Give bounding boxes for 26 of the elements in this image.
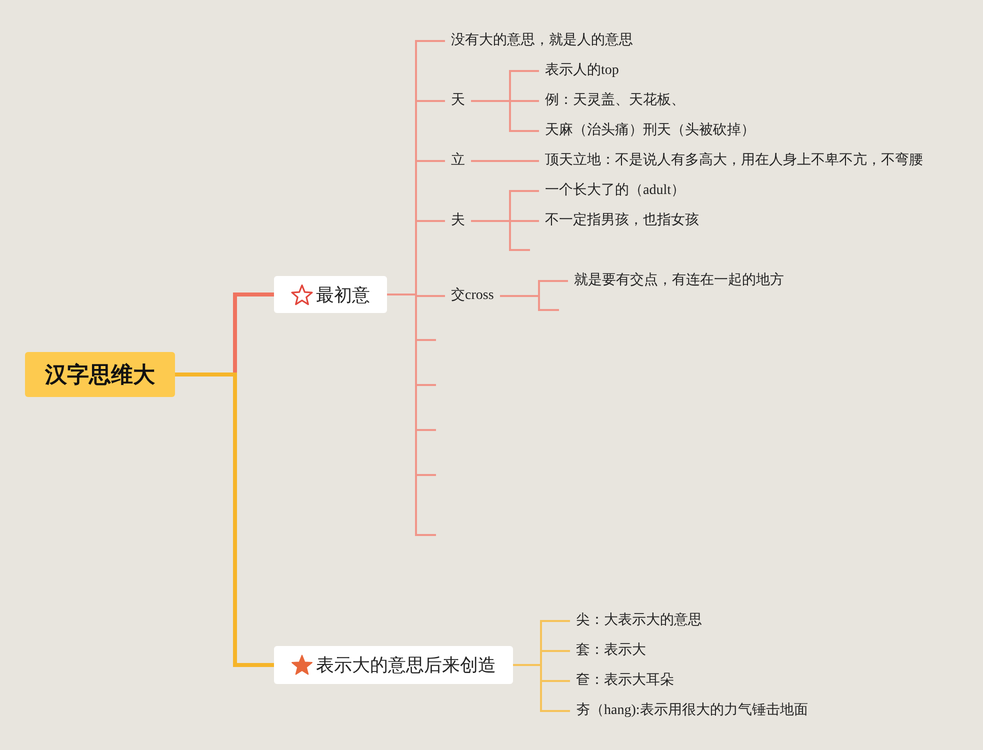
subtopic-text: 天 <box>451 92 465 110</box>
subtopic-text: 就是要有交点，有连在一起的地方 <box>574 272 784 290</box>
branch-line <box>471 160 539 162</box>
topic-label: 表示大的意思后来创造 <box>316 654 496 677</box>
subtopic-text: 不一定指男孩，也指女孩 <box>545 212 699 230</box>
root-topic-box: 汉字思维大 <box>25 352 175 397</box>
subtopic-text: 立 <box>451 152 465 170</box>
subtopic-text: 例：天灵盖、天花板、 <box>545 92 685 110</box>
topic-box <box>274 646 513 684</box>
branch-line <box>471 100 539 132</box>
subtopic-text: 尖：大表示大的意思 <box>576 612 702 630</box>
branch-line <box>500 295 559 311</box>
topic-box <box>274 276 387 313</box>
subtopic-text: 奆：表示大耳朵 <box>576 672 674 690</box>
branch-line <box>471 220 530 251</box>
branch-line <box>175 372 274 667</box>
subtopic-text: 交cross <box>451 287 494 305</box>
subtopic-text: 表示人的top <box>545 62 619 80</box>
subtopic-text: 套：表示大 <box>576 642 646 660</box>
subtopic-text: 没有大的意思，就是人的意思 <box>451 32 633 50</box>
subtopic-text: 夯（hang):表示用很大的力气锤击地面 <box>576 702 808 720</box>
subtopic-text: 天麻（治头痛）刑天（头被砍掉） <box>545 122 755 140</box>
subtopic-text: 夫 <box>451 212 465 230</box>
subtopic-text: 顶天立地：不是说人有多高大，用在人身上不卑不亢，不弯腰 <box>545 152 923 170</box>
topic-label: 最初意 <box>316 284 370 306</box>
subtopic-text: 一个长大了的（adult） <box>545 182 685 200</box>
